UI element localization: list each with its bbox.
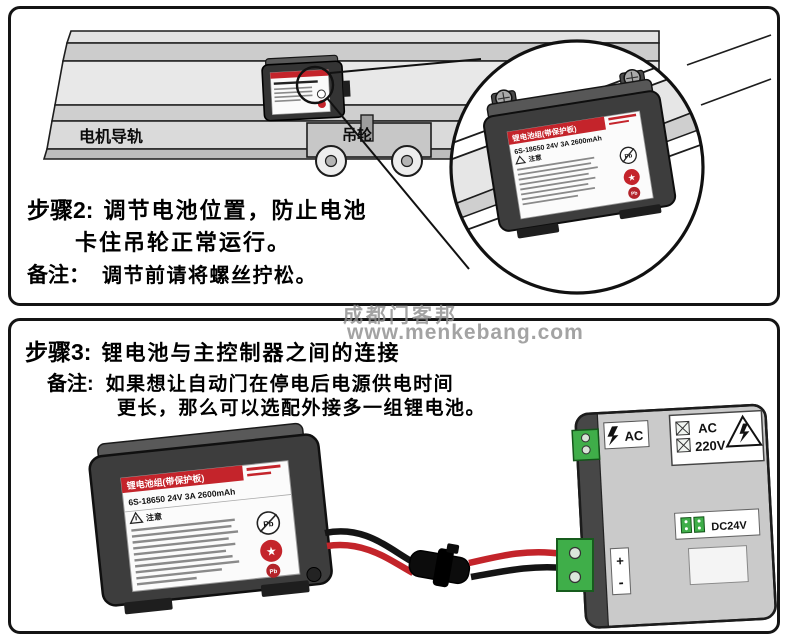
zoom-source-circle [295, 65, 335, 105]
pb-red-icon: Pb [628, 186, 641, 199]
step3-note-text2: 更长，那么可以选配外接多一组锂电池。 [117, 398, 487, 419]
blank-sticker [687, 545, 749, 586]
star-icon: ★ [623, 169, 640, 186]
power-wire-red [468, 548, 564, 567]
step3-note-line1: 备注: 如果想让自动门在停电后电源供电时间 [47, 367, 454, 396]
step2-note-label: 备注： [27, 264, 90, 287]
step3-label: 步骤3: [25, 339, 92, 365]
ac-port-sticker: AC [603, 420, 650, 450]
rail-label: 电机导轨 [79, 127, 143, 146]
lightning-icon [607, 426, 619, 446]
warning-triangle-icon [129, 511, 144, 525]
panel-step3: AC AC 220V [8, 318, 780, 634]
pb-icon [316, 89, 326, 99]
watermark-line1: 成都门客邦 [343, 305, 458, 327]
fine-print-lines [131, 518, 240, 586]
step2-illustration: 电机导轨 吊轮 [42, 30, 772, 295]
power-wire-black [324, 528, 413, 564]
step2-line1: 步骤2: 调节电池位置，防止电池 [27, 191, 367, 225]
ac-port-label: AC [624, 428, 644, 444]
step3-illustration: AC AC 220V [88, 403, 777, 629]
battery-caution: 注意 [146, 511, 163, 523]
ac-220v-line1: AC [698, 420, 718, 436]
fine-print-lines [517, 156, 598, 206]
svg-text:★: ★ [265, 544, 277, 559]
svg-text:Pb: Pb [269, 569, 278, 576]
battery-terminal-block [556, 538, 594, 592]
dc24v-sticker: DC24V [674, 508, 761, 540]
step2-line2: 卡住吊轮正常运行。 [75, 225, 291, 257]
power-wire-red [326, 541, 415, 576]
zoom-circle-outline [449, 39, 705, 295]
lightning-icon [739, 423, 750, 443]
step2-note: 备注： 调节前请将螺丝拧松。 [27, 259, 317, 289]
ac-220v-line2: 220V [695, 438, 726, 455]
step3-note-text1: 如果想让自动门在停电后电源供电时间 [105, 374, 455, 395]
step3-note-label: 备注: [47, 373, 94, 395]
polarity-sticker: + - [609, 547, 632, 596]
step2-label: 步骤2: [27, 197, 94, 223]
svg-text:Pb: Pb [624, 153, 633, 160]
plus-label: + [616, 553, 625, 568]
rail-extension-line [700, 78, 772, 106]
callout-line [326, 97, 470, 270]
battery-on-rail [261, 54, 351, 122]
step2-text1: 调节电池位置，防止电池 [103, 198, 368, 223]
dc24v-label: DC24V [711, 520, 748, 534]
case-hole [306, 567, 322, 583]
callout-line [329, 58, 482, 74]
zoom-content: 锂电池组(带保护板) 6S-18650 24V 3A 2600mAh 注意 [451, 44, 703, 239]
panel-step2: 电机导轨 吊轮 [8, 6, 780, 306]
step3-note-line2: 更长，那么可以选配外接多一组锂电池。 [117, 393, 486, 420]
hanger-wheel-assembly: 吊轮 [306, 114, 432, 177]
svg-text:Pb: Pb [631, 190, 638, 197]
step3-line1: 步骤3: 锂电池与主控制器之间的连接 [25, 333, 400, 367]
minus-label: - [618, 574, 624, 591]
step3-text: 锂电池与主控制器之间的连接 [101, 342, 401, 365]
power-wire-black [470, 563, 566, 581]
zoom-battery: 锂电池组(带保护板) 6S-18650 24V 3A 2600mAh 注意 [483, 69, 677, 239]
svg-text:★: ★ [627, 172, 637, 183]
controller-unit: AC AC 220V [571, 403, 777, 629]
watermark-line2: www.menkebang.com [347, 321, 584, 344]
battery-caution: 注意 [528, 152, 543, 163]
ac-input-terminal [571, 428, 601, 462]
pb-red-icon: Pb [266, 563, 281, 578]
connector-plug [408, 543, 471, 588]
star-icon: ★ [260, 539, 283, 562]
ac-220v-sticker: AC 220V [668, 409, 765, 467]
step2-text2: 卡住吊轮正常运行。 [75, 230, 292, 255]
step2-note-text: 调节前请将螺丝拧松。 [102, 265, 317, 287]
warning-triangle-icon [515, 155, 527, 165]
battery-pack: 锂电池组(带保护板) 6S-18650 24V 3A 2600mAh 注意 [88, 422, 333, 615]
fine-print-lines [274, 86, 313, 103]
rail-extension-line [686, 34, 772, 66]
pb-icon: Pb [256, 511, 281, 535]
pb-icon: Pb [619, 146, 637, 164]
